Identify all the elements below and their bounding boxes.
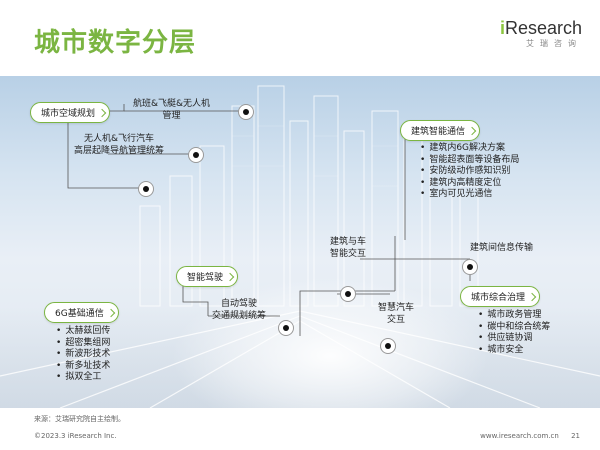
category-6g-base-communication: 6G基础通信: [44, 302, 119, 323]
copyright: ©2023.3 iResearch Inc.: [34, 432, 117, 440]
node-airspace-1: [238, 104, 254, 120]
note-autonomous-driving: 自动驾驶交通规划统筹: [212, 299, 267, 321]
category-smart-driving: 智能驾驶: [176, 266, 239, 287]
list-item: 拟双全工: [56, 372, 110, 384]
node-driving-1: [340, 286, 356, 302]
list-item: 碳中和综合统筹: [478, 322, 550, 334]
note-smart-vehicle-interaction: 智慧汽车交互: [378, 303, 415, 325]
node-inter-building: [462, 259, 478, 275]
footer-right: www.iresearch.com.cn 21: [480, 432, 580, 440]
website-url: www.iresearch.com.cn: [480, 432, 559, 440]
city-governance-list: 城市政务管理 碳中和综合统筹 供应链协调 城市安全: [478, 310, 550, 356]
node-airspace-3: [138, 181, 154, 197]
list-item: 建筑内高精度定位: [420, 178, 519, 190]
node-driving-3: [380, 338, 396, 354]
note-building-vehicle-interaction: 建筑与车智能交互: [330, 237, 367, 259]
node-driving-2: [278, 320, 294, 336]
list-item: 安防级动作感知识别: [420, 166, 519, 178]
building-solution-list: 建筑内6G解决方案 智能超表面等设备布局 安防级动作感知识别 建筑内高精度定位 …: [420, 143, 519, 201]
diagram-stage: 城市空域规划 航班&飞艇&无人机管理 无人机&飞行汽车高层起降导航管理统筹 建筑…: [0, 76, 600, 408]
category-building-smart-communication: 建筑智能通信: [400, 120, 481, 141]
list-item: 超密集组网: [56, 338, 110, 350]
node-airspace-2: [188, 147, 204, 163]
list-item: 新波形技术: [56, 349, 110, 361]
list-item: 太赫兹回传: [56, 326, 110, 338]
list-item: 城市安全: [478, 345, 550, 357]
category-city-airspace-planning: 城市空域规划: [30, 102, 111, 123]
list-item: 智能超表面等设备布局: [420, 155, 519, 167]
source-note: 来源：艾瑞研究院自主绘制。: [34, 415, 125, 423]
note-inter-building-transmission: 建筑间信息传输: [470, 243, 534, 253]
base-communication-list: 太赫兹回传 超密集组网 新波形技术 新多址技术 拟双全工: [56, 326, 110, 384]
note-flight-management: 航班&飞艇&无人机管理: [133, 99, 211, 121]
category-city-governance: 城市综合治理: [460, 286, 541, 307]
list-item: 城市政务管理: [478, 310, 550, 322]
list-item: 供应链协调: [478, 333, 550, 345]
list-item: 新多址技术: [56, 361, 110, 373]
list-item: 室内可见光通信: [420, 189, 519, 201]
note-uav-navigation: 无人机&飞行汽车高层起降导航管理统筹: [74, 134, 165, 156]
page-title: 城市数字分层: [34, 28, 197, 58]
brand-logo: iResearch 艾瑞咨询: [499, 18, 582, 48]
page-number: 21: [571, 432, 580, 440]
list-item: 建筑内6G解决方案: [420, 143, 519, 155]
